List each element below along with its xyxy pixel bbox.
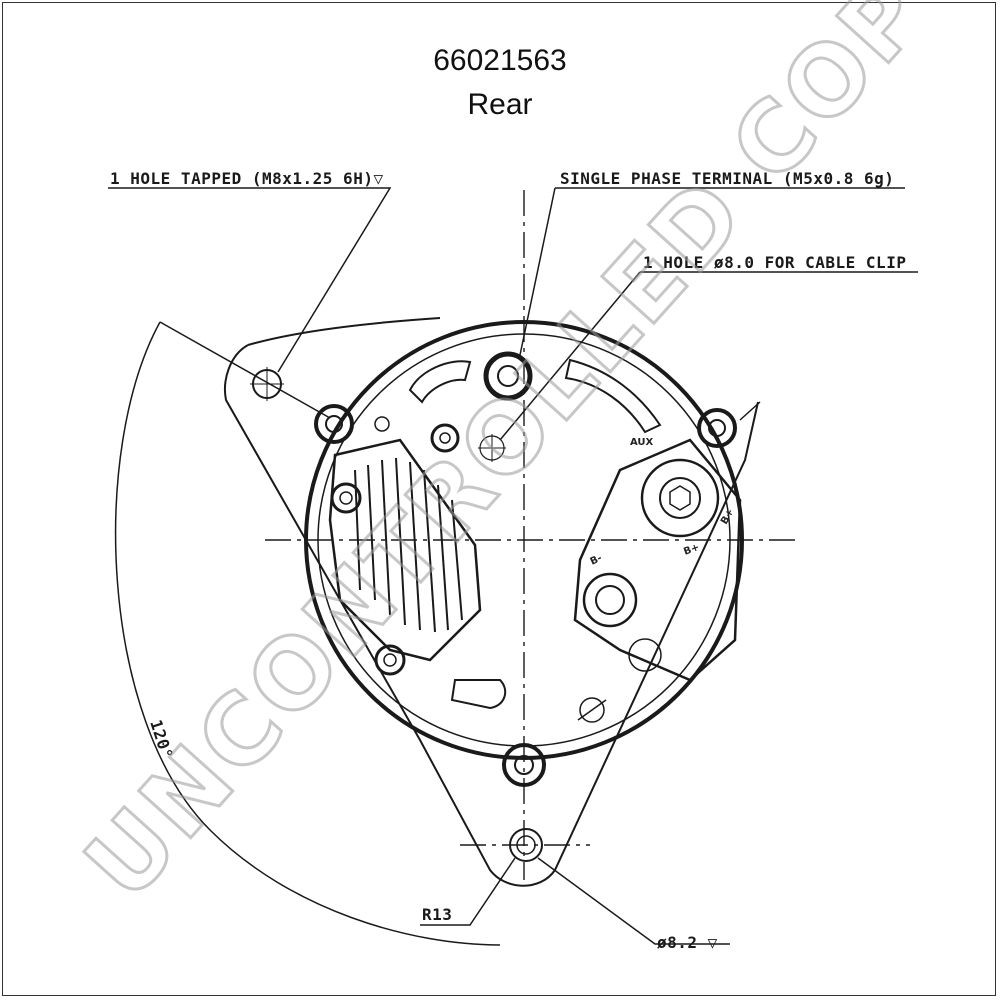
small-hole bbox=[374, 416, 390, 432]
b-plus-terminal-nut bbox=[659, 477, 701, 519]
b-minus-terminal-boss bbox=[582, 572, 638, 628]
heatsink-fins bbox=[354, 457, 463, 633]
b-minus-terminal-nut bbox=[595, 585, 625, 615]
rectifier-plate bbox=[573, 438, 742, 682]
angle-dimension-arc bbox=[114, 321, 501, 946]
leader-lines bbox=[108, 187, 918, 945]
lower-mount-eye bbox=[509, 828, 543, 862]
vent-slot-right bbox=[564, 358, 662, 434]
b-plus-terminal-stud bbox=[669, 485, 691, 511]
bracket-top-edge bbox=[247, 317, 441, 346]
callout-radius: R13 bbox=[422, 905, 452, 924]
terminal-label-aux: AUX bbox=[630, 437, 654, 448]
terminal-label-b-plus: B+ bbox=[682, 542, 701, 558]
mount-boss-top-left bbox=[314, 404, 354, 444]
mount-boss-bottom bbox=[502, 743, 546, 787]
small-terminal bbox=[628, 638, 662, 672]
vent-slot-bottom bbox=[450, 679, 507, 710]
regulator-screw-bottom bbox=[374, 644, 406, 676]
mount-boss-top-right bbox=[697, 408, 737, 448]
part-number-title: 66021563 bbox=[433, 44, 567, 77]
tapped-hole bbox=[250, 367, 284, 401]
b-plus-terminal-boss bbox=[640, 458, 720, 538]
terminal-label-b-minus: B- bbox=[589, 553, 604, 568]
vent-slot-left bbox=[408, 360, 472, 404]
callout-cable-clip: 1 HOLE ø8.0 FOR CABLE CLIP bbox=[643, 253, 906, 272]
housing-outer-ring bbox=[304, 320, 744, 760]
callout-hole-tapped: 1 HOLE TAPPED (M8x1.25 6H)▽ bbox=[110, 169, 384, 188]
regulator-screw-top bbox=[330, 482, 362, 514]
small-screw bbox=[579, 697, 605, 723]
single-phase-terminal bbox=[483, 351, 533, 401]
callout-single-phase-terminal: SINGLE PHASE TERMINAL (M5x0.8 6g) bbox=[560, 169, 894, 188]
callout-mount-hole: ø8.2 ▽ bbox=[657, 933, 718, 952]
brush-screw bbox=[430, 423, 460, 453]
view-label: Rear bbox=[467, 88, 533, 121]
